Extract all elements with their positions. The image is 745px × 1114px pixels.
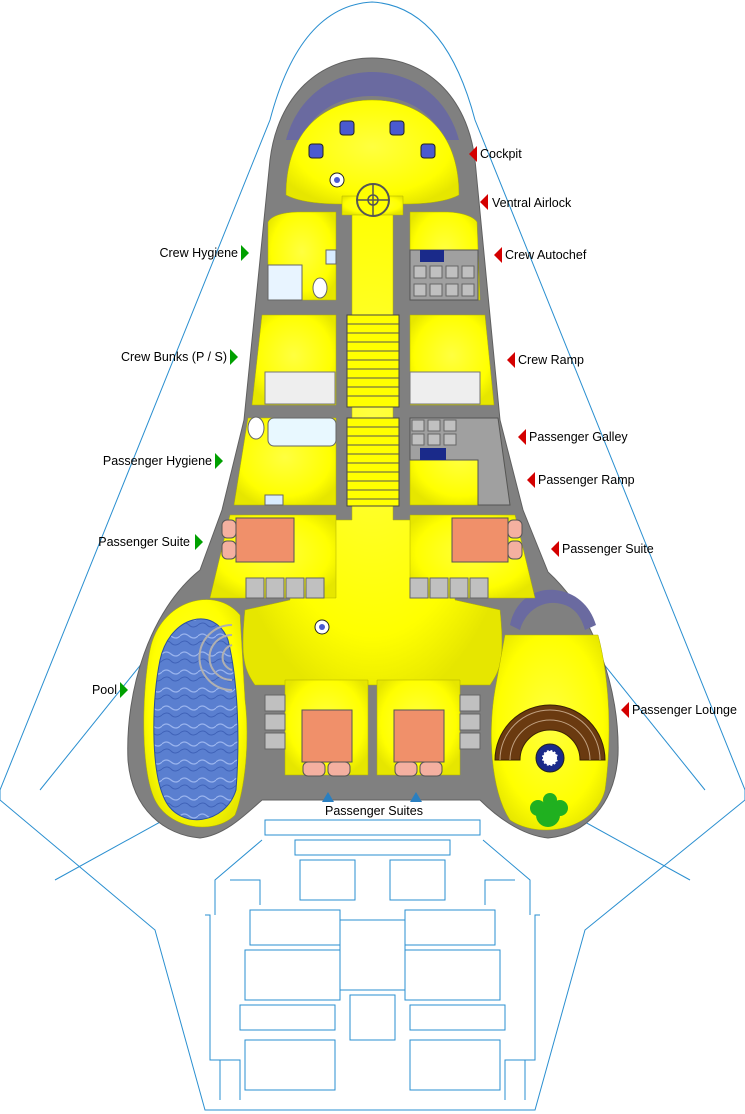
cockpit-canopy <box>286 72 459 140</box>
crew-bunk-starboard <box>409 371 481 405</box>
lower-suite-bed-port <box>301 709 353 777</box>
crew-sink <box>325 249 337 265</box>
deck-hatch-icon <box>314 619 330 635</box>
label-passenger-galley: Passenger Galley <box>529 430 628 444</box>
label-passenger-suite-right: Passenger Suite <box>562 542 654 556</box>
crew-shower <box>267 264 303 301</box>
passenger-suite-bed-starboard <box>451 517 523 563</box>
callout-markers <box>120 146 629 802</box>
label-crew-autochef: Crew Autochef <box>505 248 587 262</box>
crew-toilet <box>312 277 328 299</box>
lounge-plant <box>530 793 568 827</box>
label-passenger-ramp: Passenger Ramp <box>538 473 635 487</box>
passenger-suite-bed-port <box>221 517 295 563</box>
label-ventral-airlock: Ventral Airlock <box>492 196 572 210</box>
passenger-sink <box>264 494 284 506</box>
label-crew-ramp: Crew Ramp <box>518 353 584 367</box>
cockpit-console-icon <box>329 172 345 188</box>
passenger-ramp-ladder <box>346 417 400 507</box>
passenger-bathtub <box>267 417 337 447</box>
label-pool: Pool <box>92 683 117 697</box>
pool-steps <box>198 624 233 691</box>
crew-bunk-port <box>264 371 336 405</box>
pool-water <box>153 618 239 821</box>
crew-autochef-unit <box>409 249 479 301</box>
label-passenger-lounge: Passenger Lounge <box>632 703 737 717</box>
crew-ramp-ladder <box>346 314 400 408</box>
label-cockpit: Cockpit <box>480 147 522 161</box>
label-passenger-suite-left: Passenger Suite <box>98 535 190 549</box>
lounge-window <box>510 589 596 630</box>
cockpit-seats <box>308 120 436 159</box>
airlock-hatch <box>356 183 390 217</box>
lounge-seating <box>494 704 606 773</box>
lower-suite-bed-starboard <box>393 709 445 777</box>
label-passenger-suites: Passenger Suites <box>325 804 423 818</box>
passenger-galley-unit <box>409 417 511 506</box>
suite-cabinets <box>245 577 489 750</box>
passenger-toilet <box>247 416 265 440</box>
label-crew-hygiene: Crew Hygiene <box>159 246 238 260</box>
label-crew-bunks: Crew Bunks (P / S) <box>121 350 227 364</box>
label-passenger-hygiene: Passenger Hygiene <box>103 454 212 468</box>
